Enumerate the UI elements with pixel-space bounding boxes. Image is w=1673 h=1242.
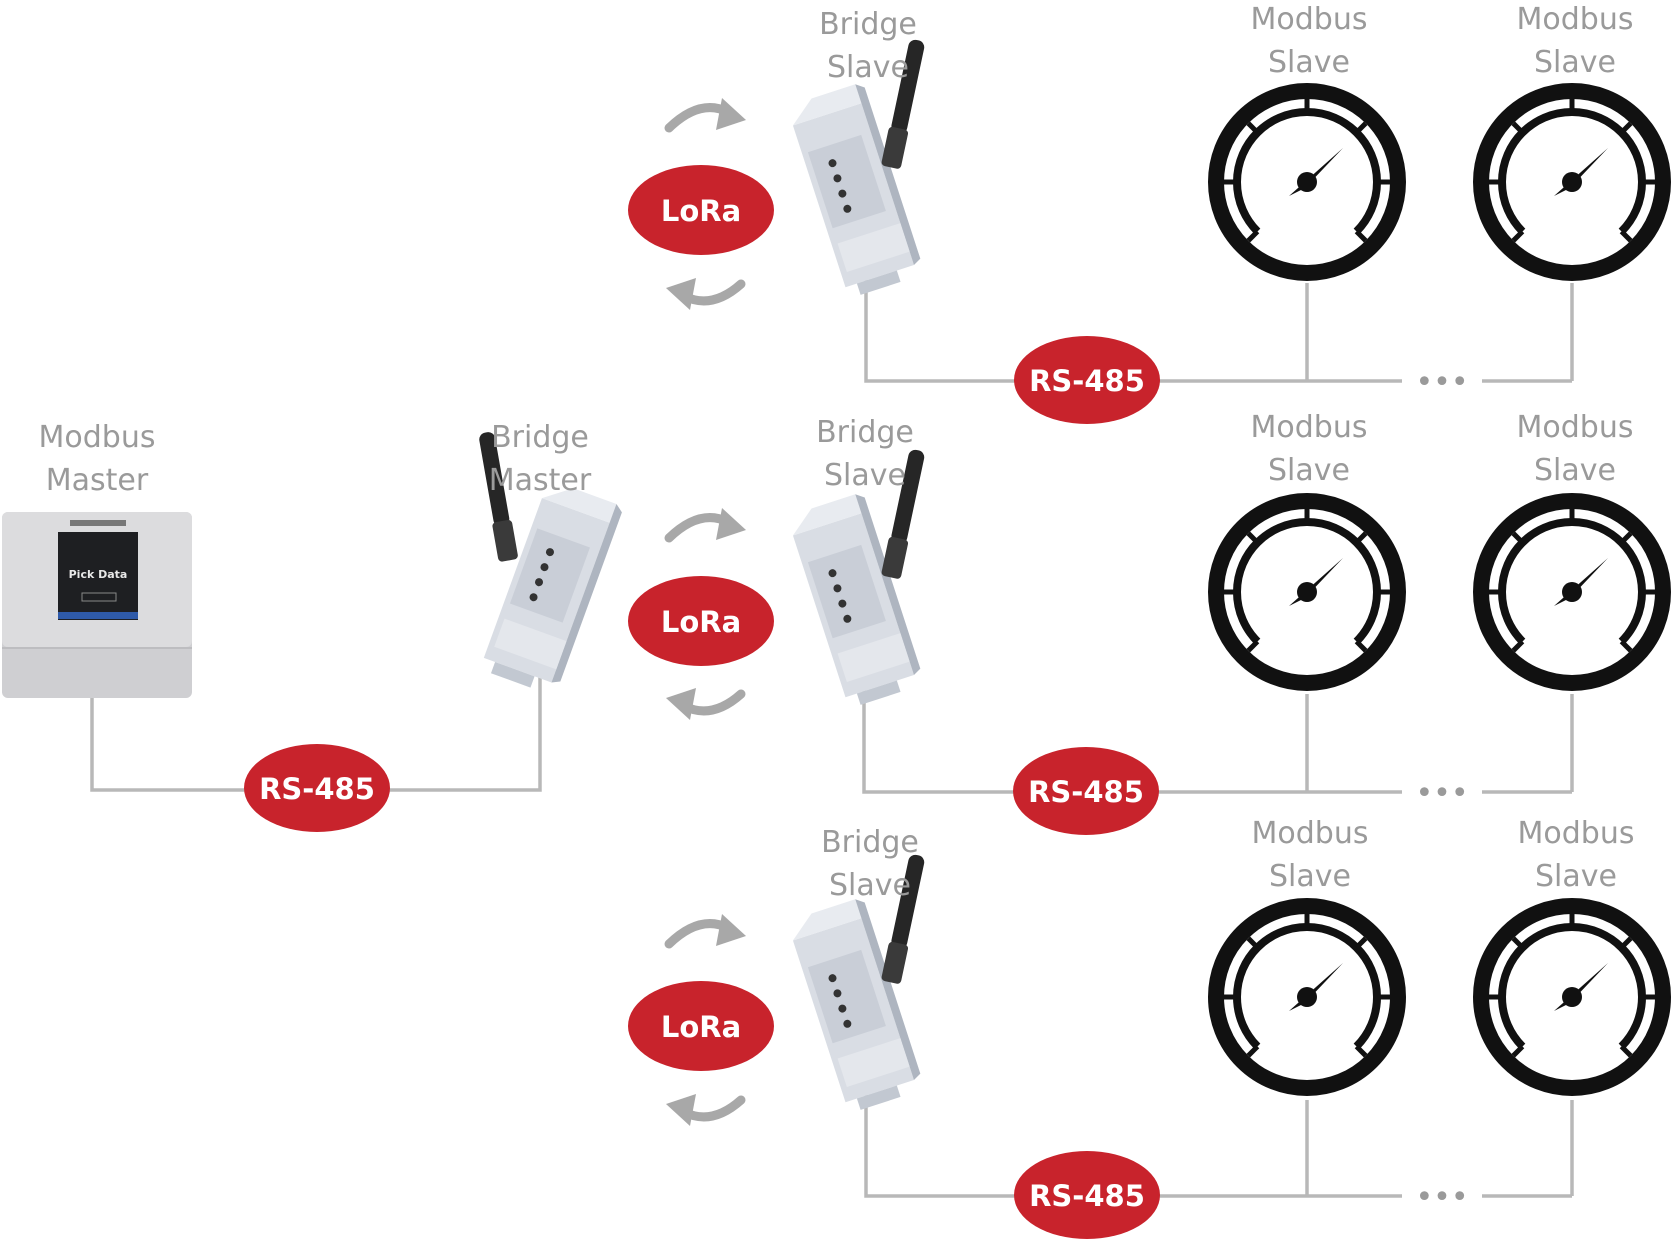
row3-rs485-wire	[864, 1095, 1572, 1198]
rs485-badge-row3: RS-485	[1014, 1151, 1160, 1239]
modbus-master-label-line2: Master	[46, 463, 149, 498]
lora-link-badge-3: LoRa	[628, 981, 774, 1071]
modbus-slave-r2c1-line1: Modbus	[1251, 410, 1368, 445]
modbus-slave-r3c1-line1: Modbus	[1252, 816, 1369, 851]
row3-ellipsis: •••	[1415, 1180, 1468, 1215]
pressure-gauge-icon	[1473, 83, 1671, 281]
lora-label-2: LoRa	[661, 605, 741, 639]
modbus-slave-r1c1-line1: Modbus	[1251, 2, 1368, 37]
modbus-slave-r2c2-line2: Slave	[1534, 453, 1616, 488]
modbus-slave-r3c1-line2: Slave	[1269, 859, 1351, 894]
modbus-slave-r1c1-line2: Slave	[1268, 45, 1350, 80]
rs485-label-master: RS-485	[259, 772, 375, 806]
modbus-slave-r2c1-line2: Slave	[1268, 453, 1350, 488]
bridge-slave-1-label-line1: Bridge	[819, 7, 917, 42]
rs485-badge-row1: RS-485	[1014, 336, 1160, 424]
row2-ellipsis: •••	[1415, 776, 1468, 811]
lora-label-3: LoRa	[661, 1010, 741, 1044]
bridge-master-label-line2: Master	[489, 463, 592, 498]
bridge-slave-2-label-line1: Bridge	[816, 415, 914, 450]
row1-ellipsis: •••	[1415, 365, 1468, 400]
modbus-slave-r1c2-line1: Modbus	[1517, 2, 1634, 37]
modbus-slave-r2c2-line1: Modbus	[1517, 410, 1634, 445]
rs485-label-row2: RS-485	[1028, 775, 1144, 809]
rs485-badge-row2: RS-485	[1013, 747, 1159, 835]
bridge-master-label-line1: Bridge	[491, 420, 589, 455]
device-brand: Pick Data	[69, 568, 128, 581]
bridge-slave-3-label-line2: Slave	[829, 868, 911, 903]
row1-rs485-wire	[864, 280, 1572, 383]
labels: Modbus Master Bridge Master Bridge Slave…	[39, 2, 1635, 903]
rs485-label-row1: RS-485	[1029, 364, 1145, 398]
pressure-gauge-icon	[1208, 898, 1406, 1096]
gauges	[1208, 83, 1671, 1096]
row2-rs485-wire	[862, 690, 1572, 794]
circular-exchange-arrows-icon-3	[664, 914, 746, 1126]
rs485-label-row3: RS-485	[1029, 1179, 1145, 1213]
pressure-gauge-icon	[1473, 493, 1671, 691]
lora-label-1: LoRa	[661, 194, 741, 228]
lora-link-badge-2: LoRa	[628, 576, 774, 666]
pressure-gauge-icon	[1208, 83, 1406, 281]
circular-exchange-arrows-icon-2	[664, 508, 746, 720]
pressure-gauge-icon	[1473, 898, 1671, 1096]
modbus-slave-r1c2-line2: Slave	[1534, 45, 1616, 80]
bridge-slave-1-label-line2: Slave	[827, 50, 909, 85]
bridge-slave-3-label-line1: Bridge	[821, 825, 919, 860]
circular-exchange-arrows-icon-1	[664, 98, 746, 310]
modbus-slave-r3c2-line2: Slave	[1535, 859, 1617, 894]
lora-link-badge-1: LoRa	[628, 165, 774, 255]
bridge-slave-2-label-line2: Slave	[824, 458, 906, 493]
gateway-device-icon: Pick Data	[2, 512, 192, 698]
pressure-gauge-icon	[1208, 493, 1406, 691]
rs485-badge-master: RS-485	[244, 744, 390, 832]
modbus-master-label-line1: Modbus	[39, 420, 156, 455]
modbus-slave-r3c2-line1: Modbus	[1518, 816, 1635, 851]
